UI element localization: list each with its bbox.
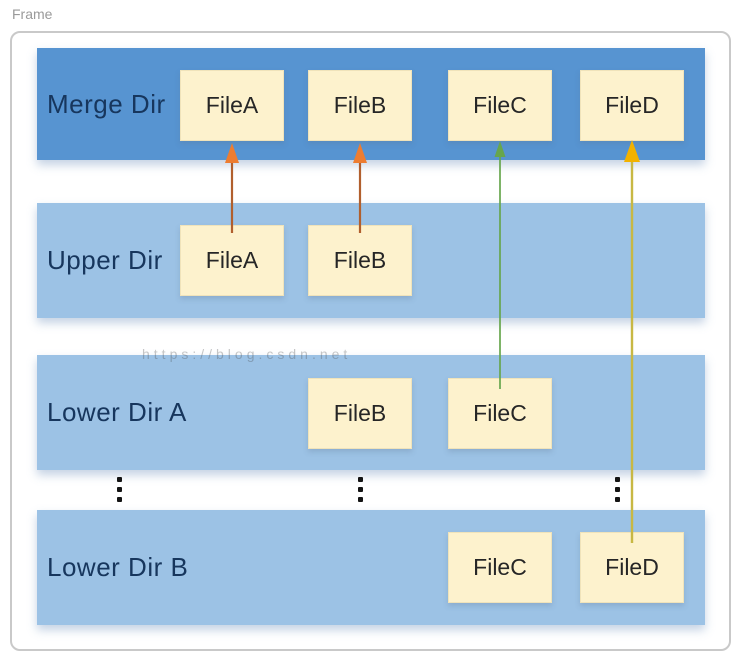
row-lower-dir-b: Lower Dir B FileC FileD <box>37 510 705 625</box>
watermark-text: https://blog.csdn.net <box>142 346 352 362</box>
vertical-ellipsis-icon <box>116 477 122 502</box>
row-label-merge-dir: Merge Dir <box>47 88 166 119</box>
row-label-upper-dir: Upper Dir <box>47 245 163 275</box>
vertical-ellipsis-icon <box>357 477 363 502</box>
file-box-merge-fileb: FileB <box>308 70 412 141</box>
vertical-ellipsis-icon <box>614 477 620 502</box>
row-upper-dir: Upper Dir FileA FileB <box>37 203 705 318</box>
file-box-lowera-filec: FileC <box>448 378 552 449</box>
file-box-upper-filea: FileA <box>180 225 284 296</box>
row-lower-dir-a: Lower Dir A FileB FileC <box>37 355 705 470</box>
file-box-lowerb-filed: FileD <box>580 532 684 603</box>
row-label-lower-dir-b: Lower Dir B <box>47 552 189 582</box>
file-box-merge-filea: FileA <box>180 70 284 141</box>
file-box-merge-filed: FileD <box>580 70 684 141</box>
frame-label: Frame <box>12 6 53 22</box>
file-box-lowerb-filec: FileC <box>448 532 552 603</box>
file-box-merge-filec: FileC <box>448 70 552 141</box>
file-box-upper-fileb: FileB <box>308 225 412 296</box>
file-box-lowera-fileb: FileB <box>308 378 412 449</box>
row-merge-dir: Merge Dir FileA FileB FileC FileD <box>37 48 705 160</box>
row-label-lower-dir-a: Lower Dir A <box>47 397 187 427</box>
